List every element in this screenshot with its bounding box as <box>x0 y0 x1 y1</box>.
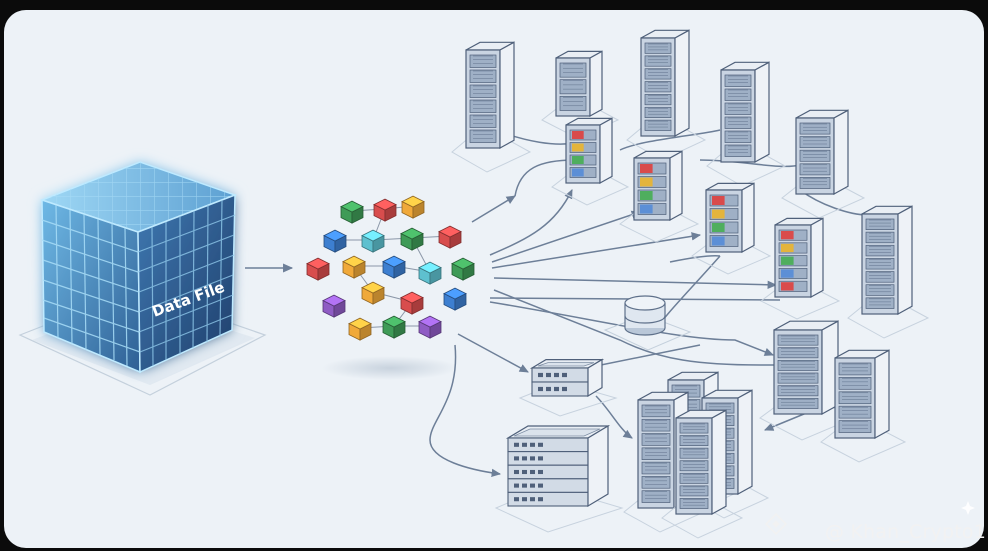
data-block <box>382 315 406 339</box>
data-block <box>306 257 330 281</box>
watermark-logo-icon <box>764 512 788 536</box>
data-block <box>342 255 366 279</box>
server-rack-1 <box>451 41 532 173</box>
data-block <box>401 195 425 219</box>
blocks-shadow <box>322 356 458 380</box>
data-block <box>443 287 467 311</box>
data-block <box>451 257 475 281</box>
data-block <box>322 294 346 318</box>
server-rack-active-4 <box>760 217 841 320</box>
server-rack-7 <box>759 320 856 441</box>
data-block <box>323 229 347 253</box>
watermark: @ Khan_Crypto1 <box>825 521 986 543</box>
data-block <box>418 261 442 285</box>
server-rack-6 <box>847 205 930 339</box>
server-rack-4 <box>706 61 787 187</box>
data-block <box>361 281 385 305</box>
data-block <box>361 229 385 253</box>
data-block <box>418 315 442 339</box>
server-rack-8 <box>820 349 907 463</box>
server-rack-12 <box>661 409 744 539</box>
data-block <box>400 227 424 251</box>
data-block <box>382 255 406 279</box>
storage-unit-1 <box>518 358 618 417</box>
server-rack-5 <box>781 109 866 219</box>
data-file-cube: Data File <box>18 161 267 396</box>
data-blocks-cluster <box>306 195 475 341</box>
watermark-text: @ Khan_Crypto1 <box>824 521 986 543</box>
sparkle-icon <box>961 501 975 515</box>
data-block <box>340 200 364 224</box>
server-rack-active-3 <box>691 182 772 275</box>
data-block <box>348 317 372 341</box>
server-rack-2 <box>541 50 620 139</box>
servers-group <box>451 29 930 539</box>
data-block <box>400 291 424 315</box>
data-block <box>438 225 462 249</box>
server-rack-active-1 <box>551 117 630 206</box>
connection-lines <box>429 127 869 478</box>
data-block <box>373 198 397 222</box>
database-icon <box>603 295 692 351</box>
server-rack-active-2 <box>619 150 700 243</box>
storage-unit-2 <box>494 424 624 533</box>
